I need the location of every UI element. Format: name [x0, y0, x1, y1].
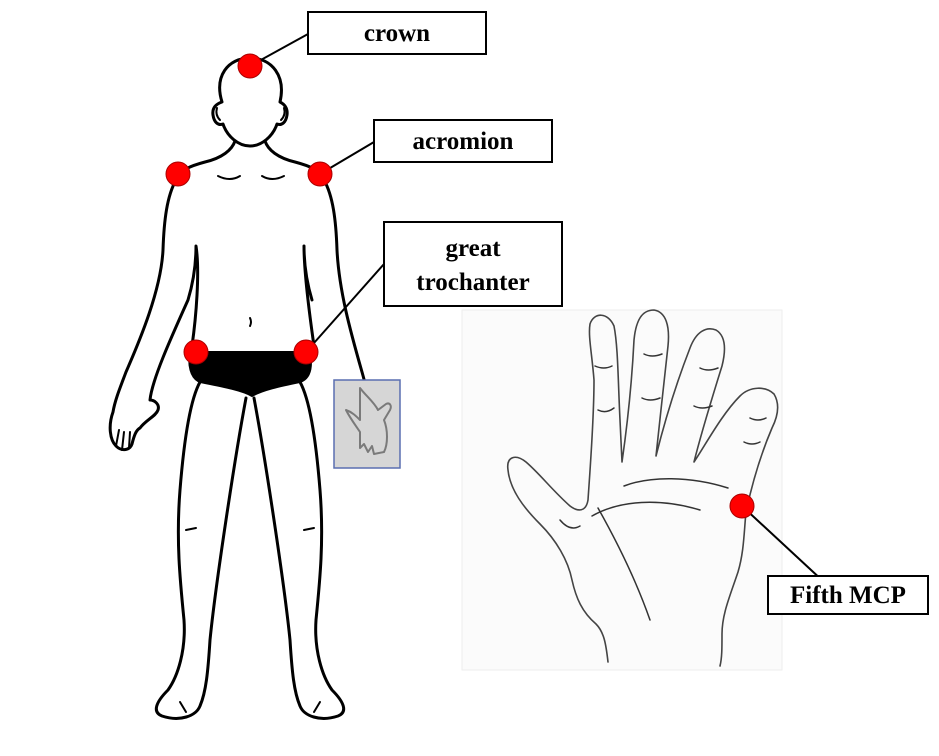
label-crown: crown [308, 12, 486, 54]
fifth-mcp-label-text: Fifth MCP [790, 582, 906, 609]
right-acromion-marker [166, 162, 190, 186]
fifth-mcp-marker [730, 494, 754, 518]
left-toe-mark [314, 702, 320, 712]
torso-and-arms [110, 141, 369, 450]
left-knee-mark [304, 528, 314, 530]
great-trochanter-label-line2: trochanter [416, 269, 529, 296]
left-acromion-marker [308, 162, 332, 186]
right-trochanter-marker [184, 340, 208, 364]
acromion-label-text: acromion [413, 128, 514, 155]
right-ear-detail [216, 108, 220, 120]
hand-panel [462, 310, 782, 670]
crown-label-text: crown [364, 20, 430, 47]
briefs [189, 352, 311, 396]
great-trochanter-leader [306, 264, 384, 352]
label-acromion: acromion [374, 120, 552, 162]
right-toe-mark [180, 702, 186, 712]
left-hand-inset-box [334, 380, 400, 468]
right-pectoral-line [218, 176, 240, 179]
navel [250, 318, 251, 326]
right-knee-mark [186, 528, 196, 530]
left-pectoral-line [262, 176, 284, 179]
label-fifth-mcp: Fifth MCP [768, 576, 928, 614]
body-figure [110, 58, 369, 718]
great-trochanter-label-line1: great [445, 235, 501, 262]
crown-marker [238, 54, 262, 78]
left-hand-inset [334, 380, 400, 468]
legs [156, 382, 343, 718]
left-ear-detail [281, 108, 285, 120]
label-great-trochanter: great trochanter [384, 222, 562, 306]
left-trochanter-marker [294, 340, 318, 364]
